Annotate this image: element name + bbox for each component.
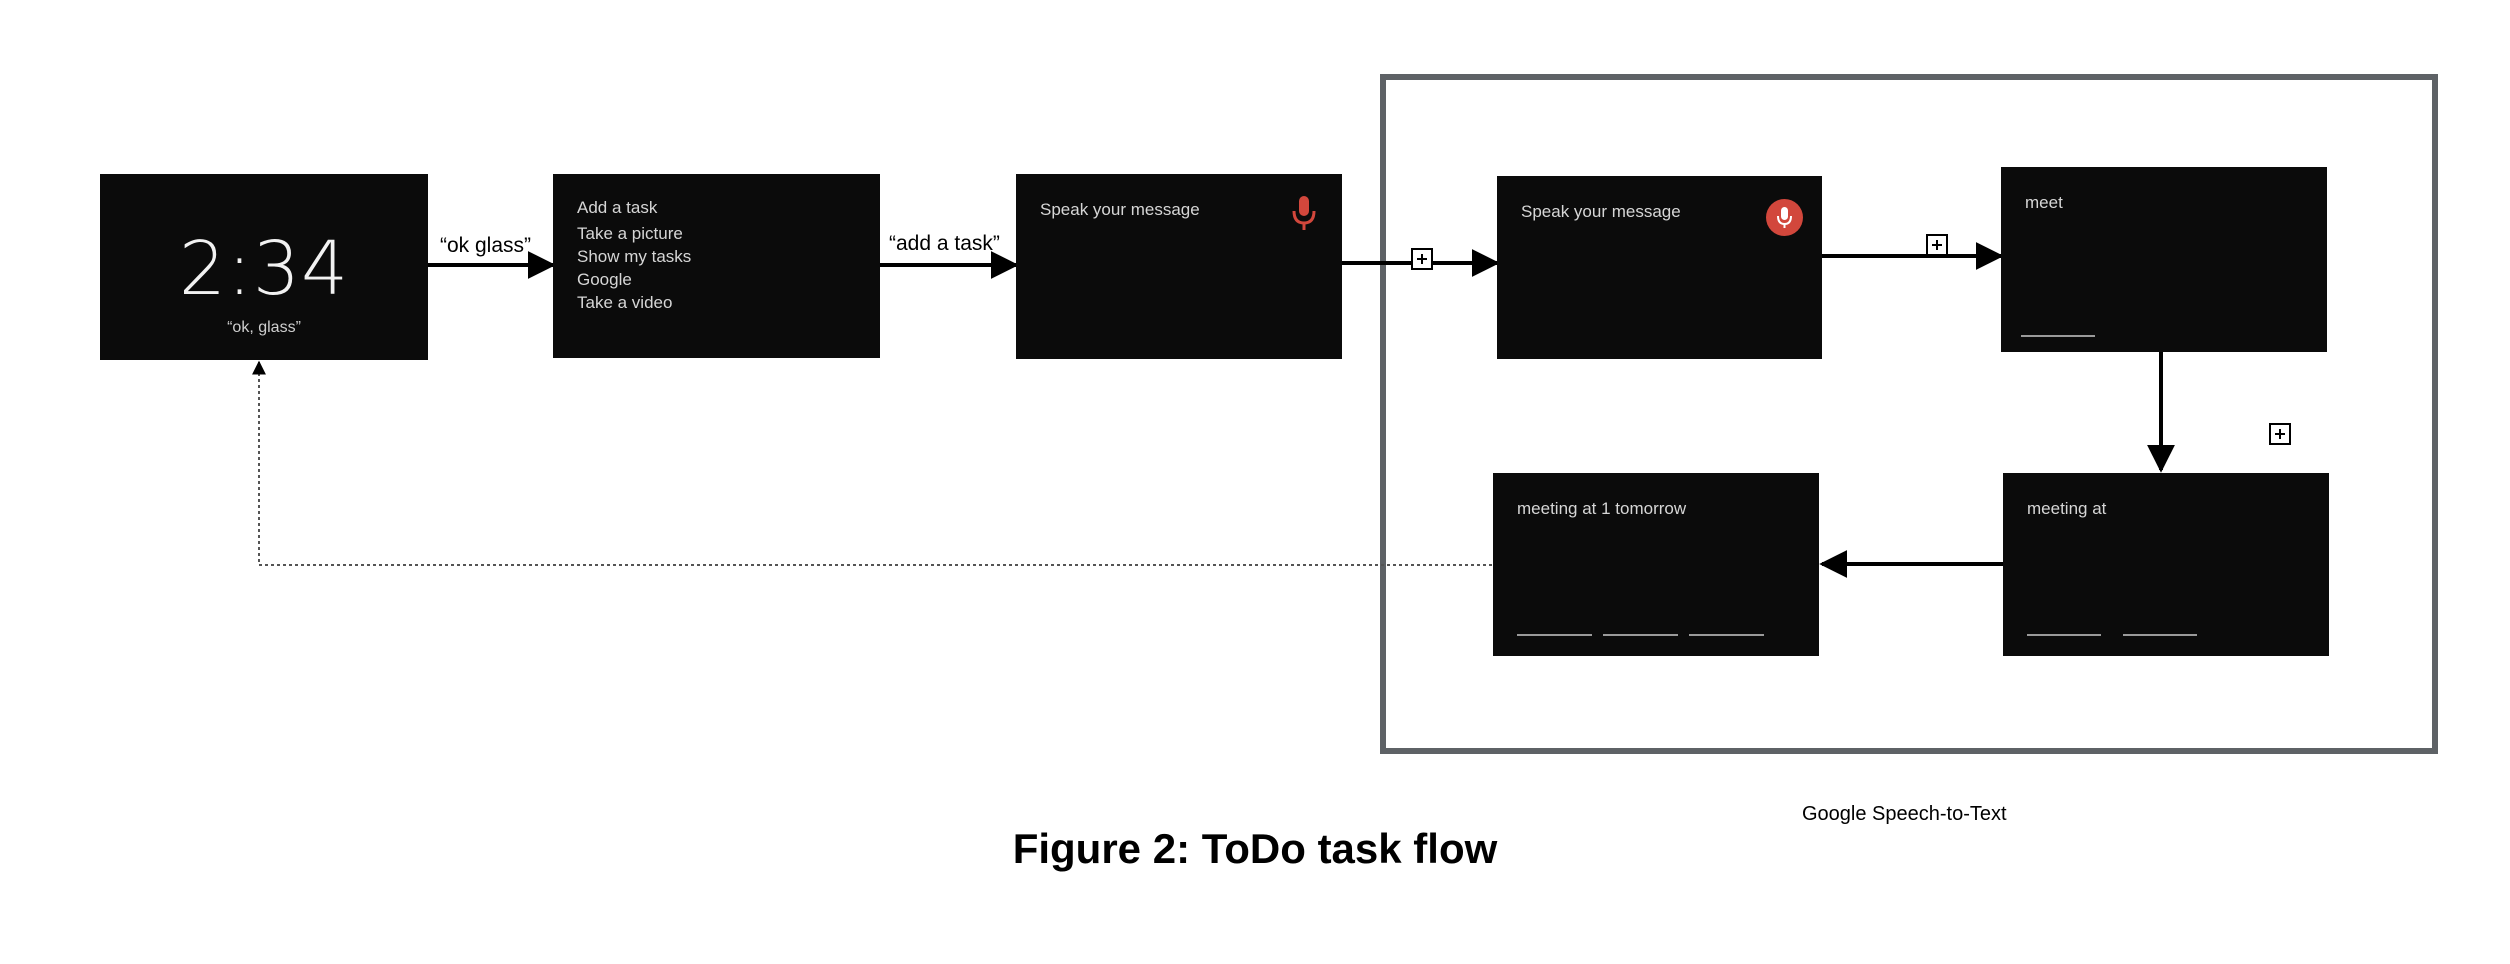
- plus-box-icon: [2269, 423, 2291, 445]
- return-dotted-arrow: [252, 360, 1492, 566]
- word-placeholder: [1689, 634, 1764, 636]
- word-placeholder: [1603, 634, 1678, 636]
- menu-item-add-task: Add a task: [577, 198, 658, 217]
- menu-item-take-picture: Take a picture: [577, 224, 683, 243]
- figure-caption: Figure 2: ToDo task flow: [1012, 825, 1498, 872]
- transcript-meeting-at-card: meeting at: [2003, 473, 2329, 656]
- speech-to-text-region: [1380, 74, 2438, 754]
- speak-prompt: Speak your message: [1040, 200, 1200, 219]
- plus-box-icon: [1926, 234, 1948, 256]
- speak-message-listening-card: Speak your message: [1497, 176, 1822, 359]
- word-placeholder: [1517, 634, 1592, 636]
- word-placeholder: [2021, 335, 2095, 337]
- word-placeholder: [2123, 634, 2197, 636]
- glass-home-card: 2:34 “ok, glass”: [100, 174, 428, 360]
- menu-item-show-tasks: Show my tasks: [577, 247, 692, 266]
- word-placeholder: [2027, 634, 2101, 636]
- edge-label-ok-glass: “ok glass”: [440, 234, 532, 257]
- microphone-active-icon: [1766, 199, 1803, 236]
- voice-menu-list: Add a task Take a picture Show my tasks …: [577, 196, 691, 314]
- transcript-text: meet: [2025, 193, 2063, 212]
- transcript-final-card: meeting at 1 tomorrow: [1493, 473, 1819, 656]
- transcript-text: meeting at 1 tomorrow: [1517, 499, 1687, 518]
- transcript-meet-card: meet: [2001, 167, 2327, 352]
- menu-item-google: Google: [577, 270, 632, 289]
- microphone-icon: [1292, 196, 1316, 230]
- transcript-text: meeting at: [2027, 499, 2107, 518]
- glass-menu-card: Add a task Take a picture Show my tasks …: [553, 174, 880, 358]
- clock-time: 2:34: [178, 226, 350, 312]
- menu-item-take-video: Take a video: [577, 293, 673, 312]
- ok-glass-hint: “ok, glass”: [227, 319, 301, 336]
- speak-prompt: Speak your message: [1521, 202, 1681, 221]
- edge-label-add-task: “add a task”: [889, 232, 1000, 255]
- speak-message-card: Speak your message: [1016, 174, 1342, 359]
- speech-region-label: Google Speech-to-Text: [1802, 803, 2007, 825]
- plus-box-icon: [1411, 248, 1433, 270]
